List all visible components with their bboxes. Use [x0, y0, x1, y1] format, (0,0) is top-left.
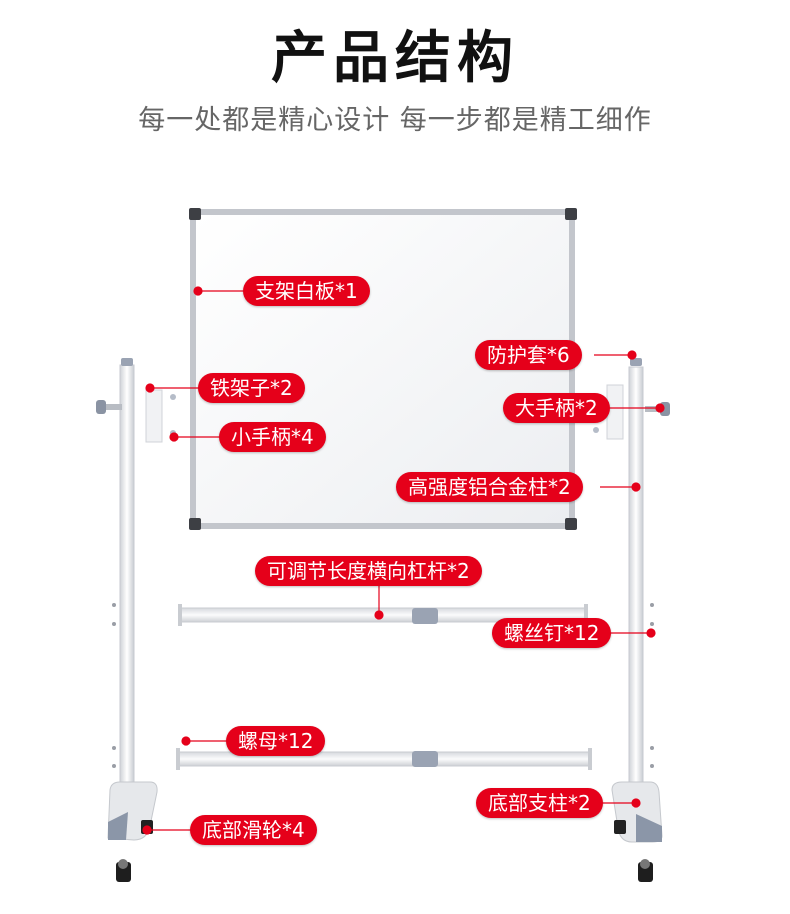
- right-column: [593, 358, 670, 882]
- label-caster: 底部滑轮*4: [190, 815, 317, 845]
- page-subtitle: 每一处都是精心设计 每一步都是精工细作: [138, 105, 652, 136]
- label-board: 支架白板*1: [243, 276, 370, 306]
- label-small-handle: 小手柄*4: [219, 422, 326, 452]
- label-alloy-column: 高强度铝合金柱*2: [396, 472, 583, 502]
- page-title: 产品结构: [271, 25, 519, 91]
- label-crossbar: 可调节长度横向杠杆*2: [255, 556, 482, 586]
- label-iron-frame: 铁架子*2: [198, 373, 305, 403]
- label-nut: 螺母*12: [226, 726, 326, 756]
- label-big-handle: 大手柄*2: [503, 393, 610, 423]
- label-base-column: 底部支柱*2: [476, 788, 603, 818]
- leader-lines: [142, 286, 665, 835]
- label-screw: 螺丝钉*12: [492, 618, 612, 648]
- left-column: [96, 358, 176, 882]
- label-protective-cap: 防护套*6: [475, 340, 582, 370]
